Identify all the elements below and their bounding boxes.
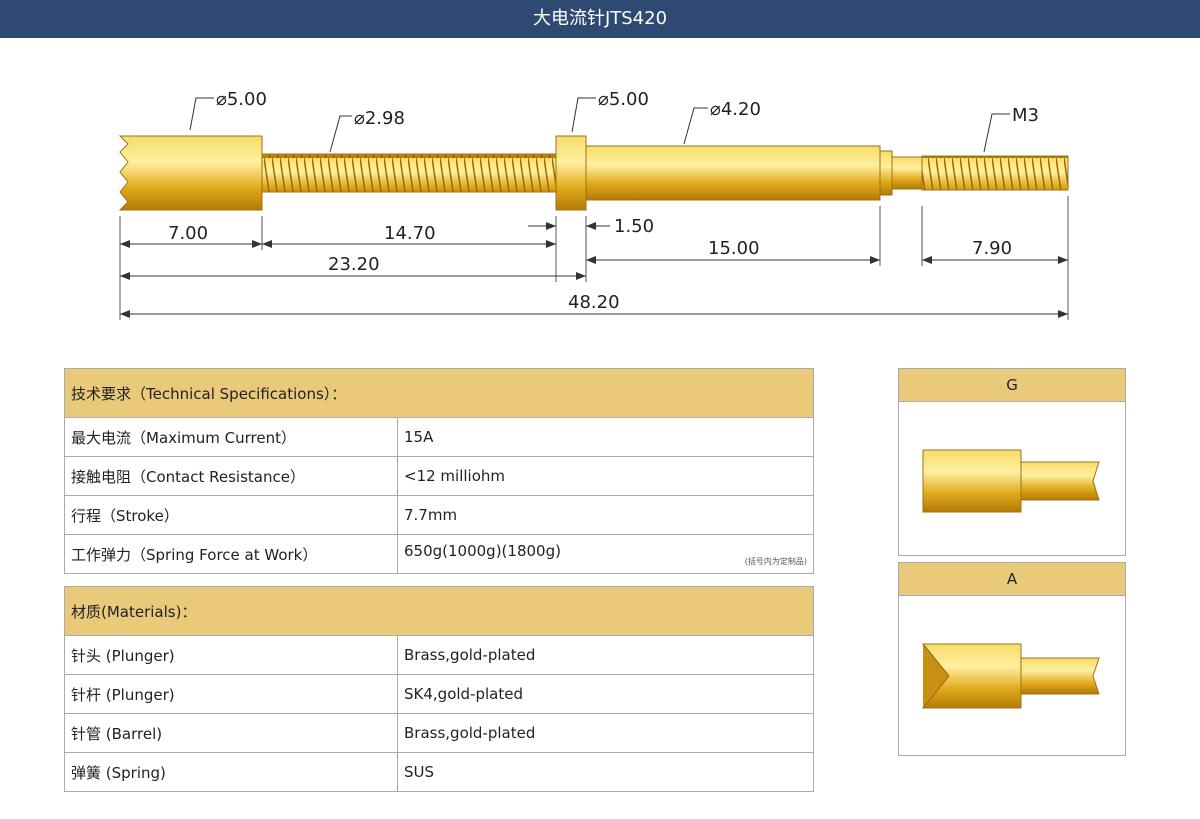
dim-barrel-diameter: ⌀4.20 bbox=[710, 99, 761, 120]
spec-label: 接触电阻（Contact Resistance） bbox=[64, 456, 398, 496]
spec-table: 技术要求（Technical Specifications）： 最大电流（Max… bbox=[64, 368, 814, 792]
tip-a-panel: A bbox=[898, 562, 1126, 756]
materials-header: 材质(Materials)： bbox=[64, 586, 814, 636]
plunger-head bbox=[118, 135, 263, 211]
spec-value: 650g(1000g)(1800g) bbox=[404, 541, 561, 560]
material-value: Brass,gold-plated bbox=[397, 713, 814, 753]
m3-screw bbox=[921, 155, 1069, 191]
table-row: 针头 (Plunger) Brass,gold-plated bbox=[64, 635, 814, 675]
table-row: 最大电流（Maximum Current） 15A bbox=[64, 417, 814, 457]
material-label: 针头 (Plunger) bbox=[64, 635, 398, 675]
custom-note: (括号内为定制品) bbox=[744, 556, 807, 566]
dim-head-length: 7.00 bbox=[168, 223, 208, 244]
dim-thread-diameter: ⌀2.98 bbox=[354, 108, 405, 129]
spec-value-cell: 650g(1000g)(1800g) (括号内为定制品) bbox=[397, 534, 814, 574]
dim-m3-thread: M3 bbox=[1012, 105, 1039, 126]
material-value: SK4,gold-plated bbox=[397, 674, 814, 714]
dim-head-diameter: ⌀5.00 bbox=[216, 89, 267, 110]
dim-collar-diameter: ⌀5.00 bbox=[598, 89, 649, 110]
barrel-neck bbox=[891, 156, 923, 190]
table-row: 接触电阻（Contact Resistance） <12 milliohm bbox=[64, 456, 814, 496]
dim-collar-length: 1.50 bbox=[614, 216, 654, 237]
plunger-thread bbox=[261, 153, 557, 193]
tech-spec-header: 技术要求（Technical Specifications）： bbox=[64, 368, 814, 418]
table-row: 行程（Stroke） 7.7mm bbox=[64, 495, 814, 535]
spec-label: 最大电流（Maximum Current） bbox=[64, 417, 398, 457]
dim-total-length: 48.20 bbox=[568, 292, 620, 313]
tip-a-label: A bbox=[899, 563, 1125, 596]
material-value: Brass,gold-plated bbox=[397, 635, 814, 675]
material-label: 弹簧 (Spring) bbox=[64, 752, 398, 792]
page-title: 大电流针JTS420 bbox=[0, 0, 1200, 38]
tip-g-label: G bbox=[899, 369, 1125, 402]
table-row: 工作弹力（Spring Force at Work） 650g(1000g)(1… bbox=[64, 534, 814, 574]
spec-value: <12 milliohm bbox=[397, 456, 814, 496]
dim-screw-length: 7.90 bbox=[972, 238, 1012, 259]
tip-g-panel: G bbox=[898, 368, 1126, 556]
material-label: 针杆 (Plunger) bbox=[64, 674, 398, 714]
material-label: 针管 (Barrel) bbox=[64, 713, 398, 753]
tip-a-illustration bbox=[921, 643, 1100, 709]
material-value: SUS bbox=[397, 752, 814, 792]
table-row: 弹簧 (Spring) SUS bbox=[64, 752, 814, 792]
dim-plunger-length: 23.20 bbox=[328, 254, 380, 275]
spec-value: 15A bbox=[397, 417, 814, 457]
barrel-collar bbox=[555, 135, 587, 211]
barrel-body bbox=[585, 145, 881, 201]
barrel-step bbox=[879, 150, 893, 196]
spec-label: 工作弹力（Spring Force at Work） bbox=[64, 534, 398, 574]
dim-thread-length: 14.70 bbox=[384, 223, 436, 244]
table-row: 针杆 (Plunger) SK4,gold-plated bbox=[64, 674, 814, 714]
tip-g-illustration bbox=[922, 449, 1100, 513]
spec-label: 行程（Stroke） bbox=[64, 495, 398, 535]
probe-drawing: ⌀5.00 ⌀2.98 ⌀5.00 ⌀4.20 M3 7.00 14.70 1.… bbox=[118, 89, 1069, 320]
dim-barrel-length: 15.00 bbox=[708, 238, 760, 259]
table-row: 针管 (Barrel) Brass,gold-plated bbox=[64, 713, 814, 753]
spec-value: 7.7mm bbox=[397, 495, 814, 535]
